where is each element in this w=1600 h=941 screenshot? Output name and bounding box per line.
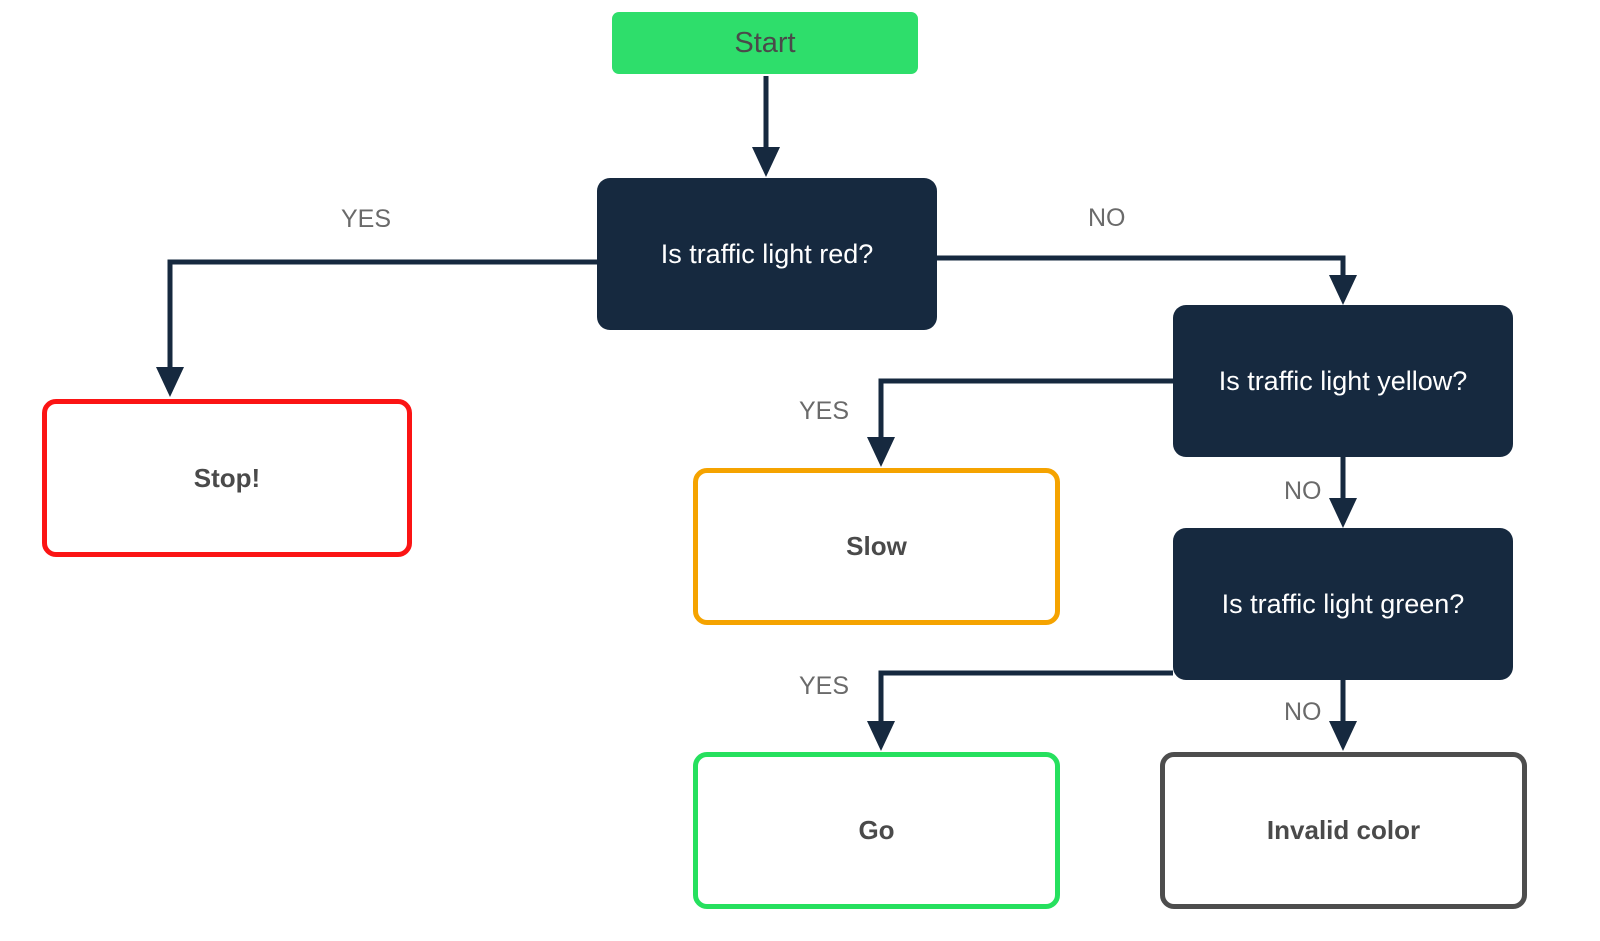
edge-label-red-yes: YES: [341, 205, 392, 233]
edge-label-yellow-no: NO: [1284, 477, 1322, 505]
node-stop-label: Stop!: [193, 462, 261, 493]
edge-green-to-go: [867, 670, 1173, 752]
node-decision-yellow[interactable]: Is traffic light yellow?: [1173, 305, 1513, 457]
node-decision-yellow-label: Is traffic light yellow?: [1218, 365, 1468, 396]
node-invalid-color[interactable]: Invalid color: [1160, 752, 1527, 909]
edge-label-green-yes: YES: [799, 672, 850, 700]
node-start-label: Start: [734, 26, 796, 59]
node-go-label: Go: [858, 815, 895, 845]
node-decision-green-label: Is traffic light green?: [1221, 588, 1465, 619]
node-slow[interactable]: Slow: [693, 468, 1060, 625]
edge-red-to-stop: [156, 259, 597, 398]
edge-yellow-to-slow: [867, 378, 1173, 468]
node-decision-red-label: Is traffic light red?: [660, 238, 874, 269]
node-decision-red[interactable]: Is traffic light red?: [597, 178, 937, 330]
edge-red-to-yellow: [937, 255, 1358, 306]
edge-label-red-no: NO: [1088, 204, 1126, 232]
node-invalid-color-label: Invalid color: [1266, 815, 1421, 845]
node-slow-label: Slow: [846, 531, 907, 561]
node-stop[interactable]: Stop!: [42, 399, 412, 557]
edge-label-yellow-yes: YES: [799, 397, 850, 425]
node-start[interactable]: Start: [612, 12, 918, 74]
node-decision-green[interactable]: Is traffic light green?: [1173, 528, 1513, 680]
node-go[interactable]: Go: [693, 752, 1060, 909]
edge-label-green-no: NO: [1284, 698, 1322, 726]
